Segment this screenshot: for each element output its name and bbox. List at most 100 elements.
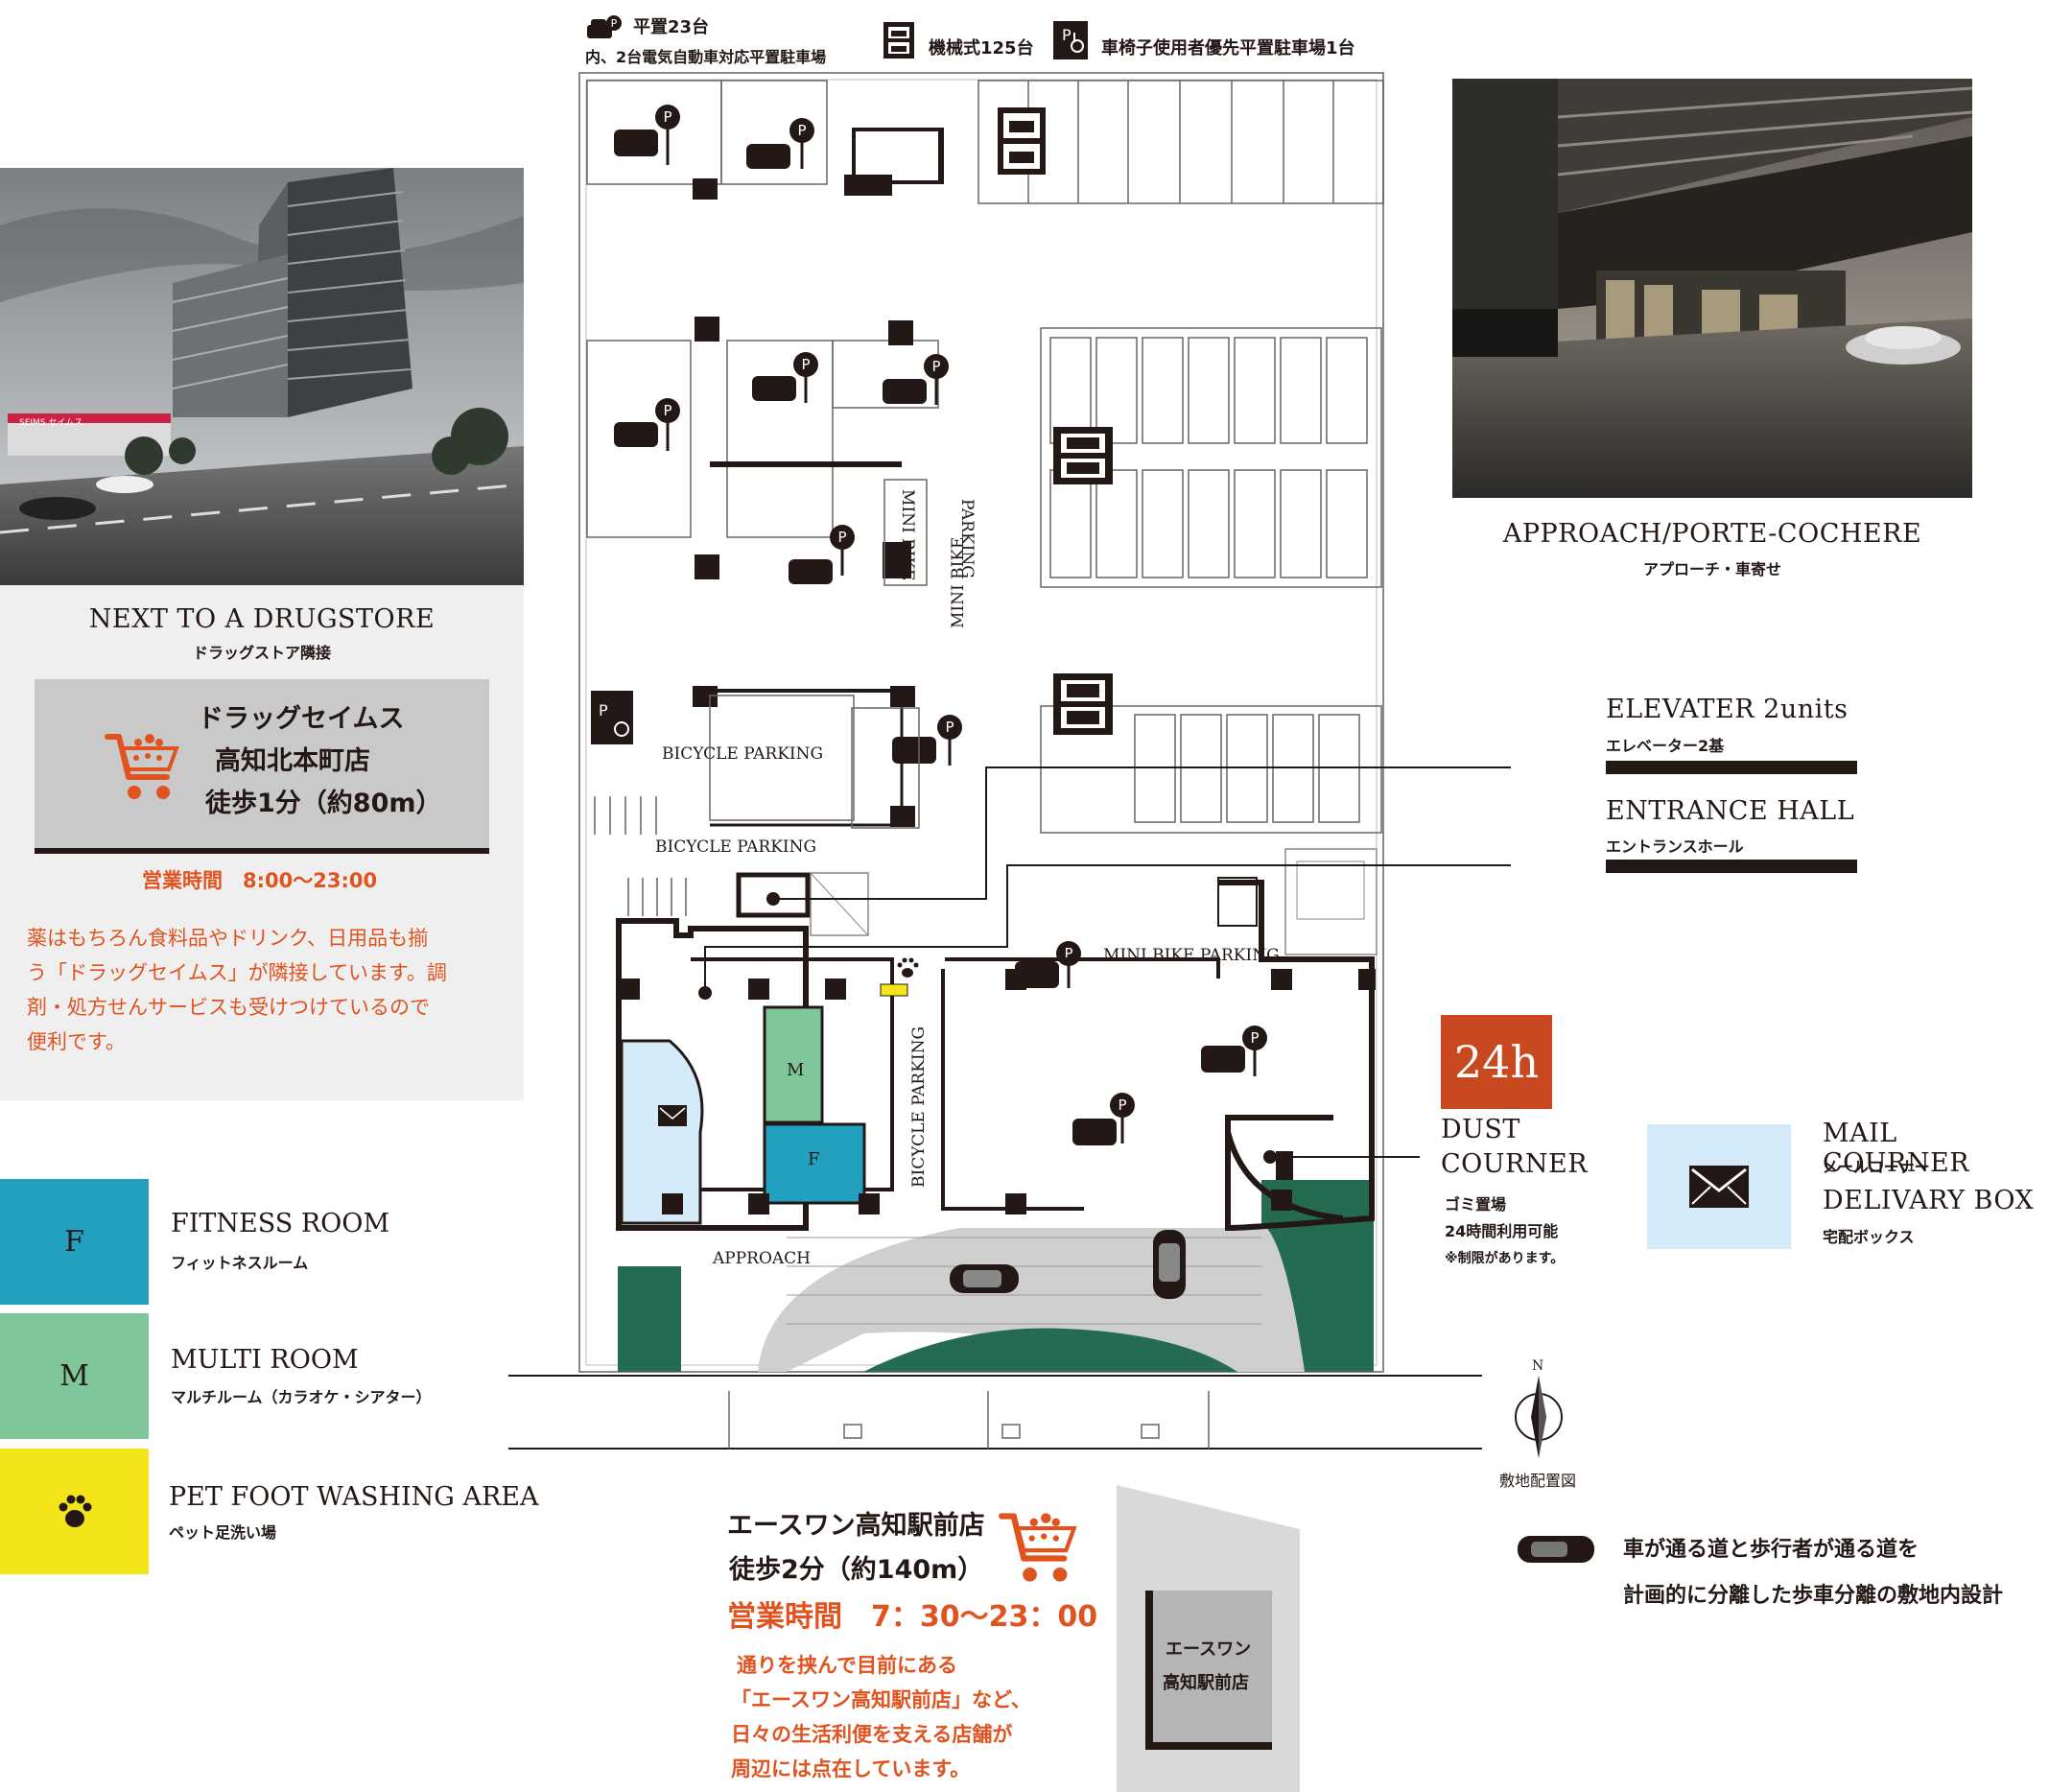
mail-label-jp: メールコーナー: [1823, 1158, 1930, 1176]
pet-swatch: [0, 1449, 149, 1574]
flat-parking-label: 平置23台: [633, 17, 710, 37]
wheelchair-parking-label: 車椅子使用者優先平置駐車場1台: [1101, 38, 1355, 59]
multi-mark: M: [59, 1359, 89, 1393]
parking-text: PARKING: [957, 499, 977, 578]
shopping-cart-icon: [105, 734, 179, 799]
compass-icon: [1515, 1376, 1563, 1458]
mail-label-en: MAIL COURNER: [1823, 1119, 1970, 1178]
car-parking-icon: P: [587, 15, 622, 38]
approach-photo: [1452, 79, 1972, 498]
flat-parking-ev-label: 内、2台電気自動車対応平置駐車場: [585, 48, 827, 66]
dust-label-jp-2: 24時間利用可能: [1445, 1222, 1559, 1240]
dust-label-en-2: COURNER: [1441, 1149, 1589, 1179]
drugstore-caption-jp: ドラッグストア隣接: [192, 644, 331, 662]
svg-text:P: P: [663, 108, 671, 126]
pet-label-en: PET FOOT WASHING AREA: [169, 1482, 539, 1512]
svg-text:P: P: [1118, 1096, 1126, 1114]
site-plan-caption: 敷地配置図: [1499, 1472, 1577, 1490]
mini-bike-parking-vertical: MINI BIKE: [832, 489, 918, 585]
bicycle-parking-label-2: BICYCLE PARKING: [655, 837, 817, 857]
mini-bike-parking-label: MINI BIKE PARKING: [1103, 946, 1280, 965]
drugstore-info-box: ドラッグセイムス 高知北本町店 徒歩1分（約80m）: [35, 679, 489, 854]
shopping-cart-icon: [999, 1513, 1077, 1582]
mini-bike-parking-vertical-2: PARKING: [957, 499, 977, 578]
approach-caption-en: APPROACH/PORTE-COCHERE: [1502, 519, 1922, 549]
paw-icon: [897, 957, 919, 978]
car-icon: [1518, 1536, 1594, 1563]
svg-text:P: P: [797, 122, 806, 139]
fitness-label-jp: フィットネスルーム: [171, 1254, 309, 1272]
aceone-walk: 徒歩2分（約140m）: [729, 1555, 984, 1585]
svg-text:P: P: [663, 402, 671, 419]
svg-text:P: P: [801, 356, 810, 373]
aceone-desc-line: 「エースワン高知駅前店」など、: [731, 1688, 1031, 1711]
svg-text:P: P: [599, 701, 608, 719]
multi-label-jp: マルチルーム（カラオケ・シアター）: [171, 1388, 432, 1406]
multi-room-mark: M: [787, 1060, 805, 1080]
entrance-leader-bar: [1606, 860, 1857, 873]
pet-label-jp: ペット足洗い場: [169, 1523, 277, 1542]
separation-line-2: 計画的に分離した歩車分離の敷地内設計: [1623, 1584, 2004, 1608]
building-photo: SEIMS セイムス: [0, 168, 524, 585]
aceone-description: 通りを挟んで目前にある 「エースワン高知駅前店」など、 日々の生活利便を支える店…: [731, 1648, 1115, 1786]
fitness-mark: F: [64, 1225, 84, 1259]
bicycle-parking-vertical: BICYCLE PARKING: [909, 1026, 929, 1188]
svg-text:SEIMS セイムス: SEIMS セイムス: [19, 417, 82, 428]
svg-text:P: P: [837, 529, 846, 546]
drugstore-branch: 高知北本町店: [215, 746, 370, 776]
multi-swatch: M: [0, 1313, 149, 1439]
approach-label: APPROACH: [713, 1249, 811, 1268]
aceone-desc-line: 通りを挟んで目前にある: [737, 1654, 957, 1677]
bicycle-parking-label-1: BICYCLE PARKING: [662, 744, 824, 764]
aceone-desc-line: 日々の生活利便を支える店舗が: [731, 1723, 1013, 1746]
fitness-room-mark: F: [808, 1149, 820, 1169]
drugstore-desc-line: 剤・処方せんサービスも受けつけているので: [27, 996, 430, 1019]
badge-24h: 24h: [1441, 1015, 1552, 1109]
top-legend: P 平置23台 内、2台電気自動車対応平置駐車場 機械式125台 P 車椅子使用…: [576, 8, 1420, 66]
dust-label-en-1: DUST: [1441, 1115, 1520, 1144]
mechanical-parking-icon: [883, 22, 914, 59]
elevator-label-jp: エレベーター2基: [1606, 737, 1725, 755]
drugstore-hours: 営業時間 8:00〜23:00: [142, 869, 378, 892]
site-plan: P P P P P P P P P P P: [508, 72, 1511, 1450]
svg-text:P: P: [1064, 945, 1072, 962]
drugstore-caption-en: NEXT TO A DRUGSTORE: [88, 604, 436, 634]
aceone-map-label-2: 高知駅前店: [1163, 1673, 1249, 1693]
bicycle-parking-text: BICYCLE PARKING: [909, 1026, 929, 1188]
approach-caption-jp: アプローチ・車寄せ: [1642, 560, 1781, 578]
drugstore-name: ドラッグセイムス: [198, 704, 405, 734]
dust-note: ※制限があります。: [1445, 1251, 1565, 1266]
aceone-map-label-1: エースワン: [1166, 1639, 1252, 1660]
delivery-label-en: DELIVARY BOX: [1823, 1186, 2035, 1215]
elevator-label-en: ELEVATER 2units: [1606, 695, 1849, 724]
svg-text:P: P: [945, 719, 954, 736]
mail-corner-swatch: [1647, 1124, 1791, 1249]
paw-icon: [59, 1495, 91, 1527]
svg-text:P: P: [1250, 1029, 1259, 1047]
dust-label-jp-1: ゴミ置場: [1445, 1195, 1507, 1214]
mail-icon: [1689, 1166, 1749, 1208]
drugstore-description: 薬はもちろん食料品やドリンク、日用品も揃 う「ドラッグセイムス」が隣接しています…: [27, 921, 516, 1059]
elevator-leader-bar: [1606, 761, 1857, 774]
parking-car-icon: [614, 105, 1267, 1145]
fitness-swatch: F: [0, 1179, 149, 1305]
svg-text:P: P: [931, 358, 940, 375]
svg-text:P: P: [1062, 26, 1072, 44]
compass-north: N: [1532, 1358, 1544, 1374]
wheelchair-parking-icon: P: [1053, 21, 1088, 59]
fitness-label-en: FITNESS ROOM: [171, 1209, 390, 1238]
entrance-label-en: ENTRANCE HALL: [1606, 796, 1855, 826]
delivery-label-jp: 宅配ボックス: [1823, 1228, 1915, 1246]
aceone-map: [1117, 1485, 1300, 1792]
drugstore-desc-line: う「ドラッグセイムス」が隣接しています。調: [27, 961, 447, 984]
entrance-label-jp: エントランスホール: [1606, 837, 1744, 856]
mechanical-parking-icon: [998, 107, 1046, 175]
svg-text:P: P: [611, 17, 618, 30]
mini-bike-label: MINI BIKE: [949, 537, 968, 628]
drugstore-desc-line: 薬はもちろん食料品やドリンク、日用品も揃: [27, 927, 429, 950]
mini-bike-text: MINI BIKE: [898, 489, 917, 581]
separation-line-1: 車が通る道と歩行者が通る道を: [1623, 1538, 1919, 1562]
mechanical-parking-label: 機械式125台: [929, 38, 1034, 59]
aceone-name: エースワン高知駅前店: [727, 1511, 985, 1541]
aceone-hours: 営業時間 7：30〜23：00: [727, 1600, 1098, 1634]
